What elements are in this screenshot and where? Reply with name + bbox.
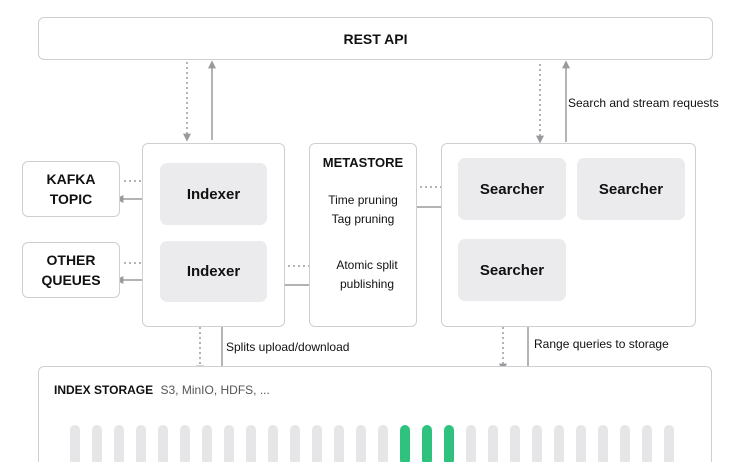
- metastore-atomic-split: Atomic split: [336, 258, 398, 272]
- metastore-publishing: publishing: [339, 277, 395, 291]
- other-queues-line2: QUEUES: [41, 272, 101, 288]
- searcher-node-3: Searcher: [458, 239, 566, 301]
- metastore-box: [309, 143, 417, 327]
- index-storage-subtitle: S3, MinIO, HDFS, ...: [160, 383, 270, 397]
- split-file: [378, 425, 388, 462]
- split-file: [114, 425, 124, 462]
- split-file: [202, 425, 212, 462]
- rest-api-label: REST API: [343, 30, 408, 47]
- split-file: [334, 425, 344, 462]
- searcher-node-1: Searcher: [458, 158, 566, 220]
- index-storage-title: INDEX STORAGE: [54, 383, 154, 397]
- split-file: [532, 425, 542, 462]
- split-file: [576, 425, 586, 462]
- searcher-node-1-label: Searcher: [479, 180, 545, 198]
- indexer-node-2: Indexer: [160, 241, 267, 302]
- split-file-active: [400, 425, 410, 462]
- split-file: [158, 425, 168, 462]
- split-file: [268, 425, 278, 462]
- metastore-time-pruning: Time pruning: [328, 193, 398, 207]
- other-queues-box: OTHER QUEUES: [22, 242, 120, 298]
- split-file: [620, 425, 630, 462]
- split-file: [290, 425, 300, 462]
- split-file: [180, 425, 190, 462]
- kafka-topic-box: KAFKA TOPIC: [22, 161, 120, 217]
- searcher-node-2-label: Searcher: [598, 180, 664, 198]
- other-queues-line1: OTHER: [46, 252, 96, 268]
- searcher-node-3-label: Searcher: [479, 261, 545, 279]
- split-file: [136, 425, 146, 462]
- splits-updown-annotation: Splits upload/download: [226, 340, 350, 354]
- split-file: [356, 425, 366, 462]
- split-file: [598, 425, 608, 462]
- split-file: [642, 425, 652, 462]
- split-file: [246, 425, 256, 462]
- rest-api-box: REST API: [38, 17, 713, 60]
- split-file-active: [444, 425, 454, 462]
- split-file: [466, 425, 476, 462]
- split-file: [70, 425, 80, 462]
- kafka-topic-line2: TOPIC: [49, 191, 93, 207]
- split-file: [664, 425, 674, 462]
- split-file: [92, 425, 102, 462]
- split-file: [488, 425, 498, 462]
- split-file-active: [422, 425, 432, 462]
- indexer-node-1: Indexer: [160, 163, 267, 225]
- search-stream-annotation: Search and stream requests: [568, 96, 719, 110]
- indexer-node-1-label: Indexer: [186, 185, 241, 203]
- split-file: [554, 425, 564, 462]
- searcher-node-2: Searcher: [577, 158, 685, 220]
- split-file: [224, 425, 234, 462]
- indexer-node-2-label: Indexer: [186, 263, 241, 280]
- metastore-title: METASTORE: [322, 155, 404, 170]
- index-storage-heading: INDEX STORAGE S3, MinIO, HDFS, ...: [54, 383, 270, 397]
- kafka-topic-line1: KAFKA: [46, 171, 96, 187]
- metastore-tag-pruning: Tag pruning: [331, 212, 395, 226]
- split-file: [510, 425, 520, 462]
- range-queries-annotation: Range queries to storage: [534, 337, 669, 351]
- split-file: [312, 425, 322, 462]
